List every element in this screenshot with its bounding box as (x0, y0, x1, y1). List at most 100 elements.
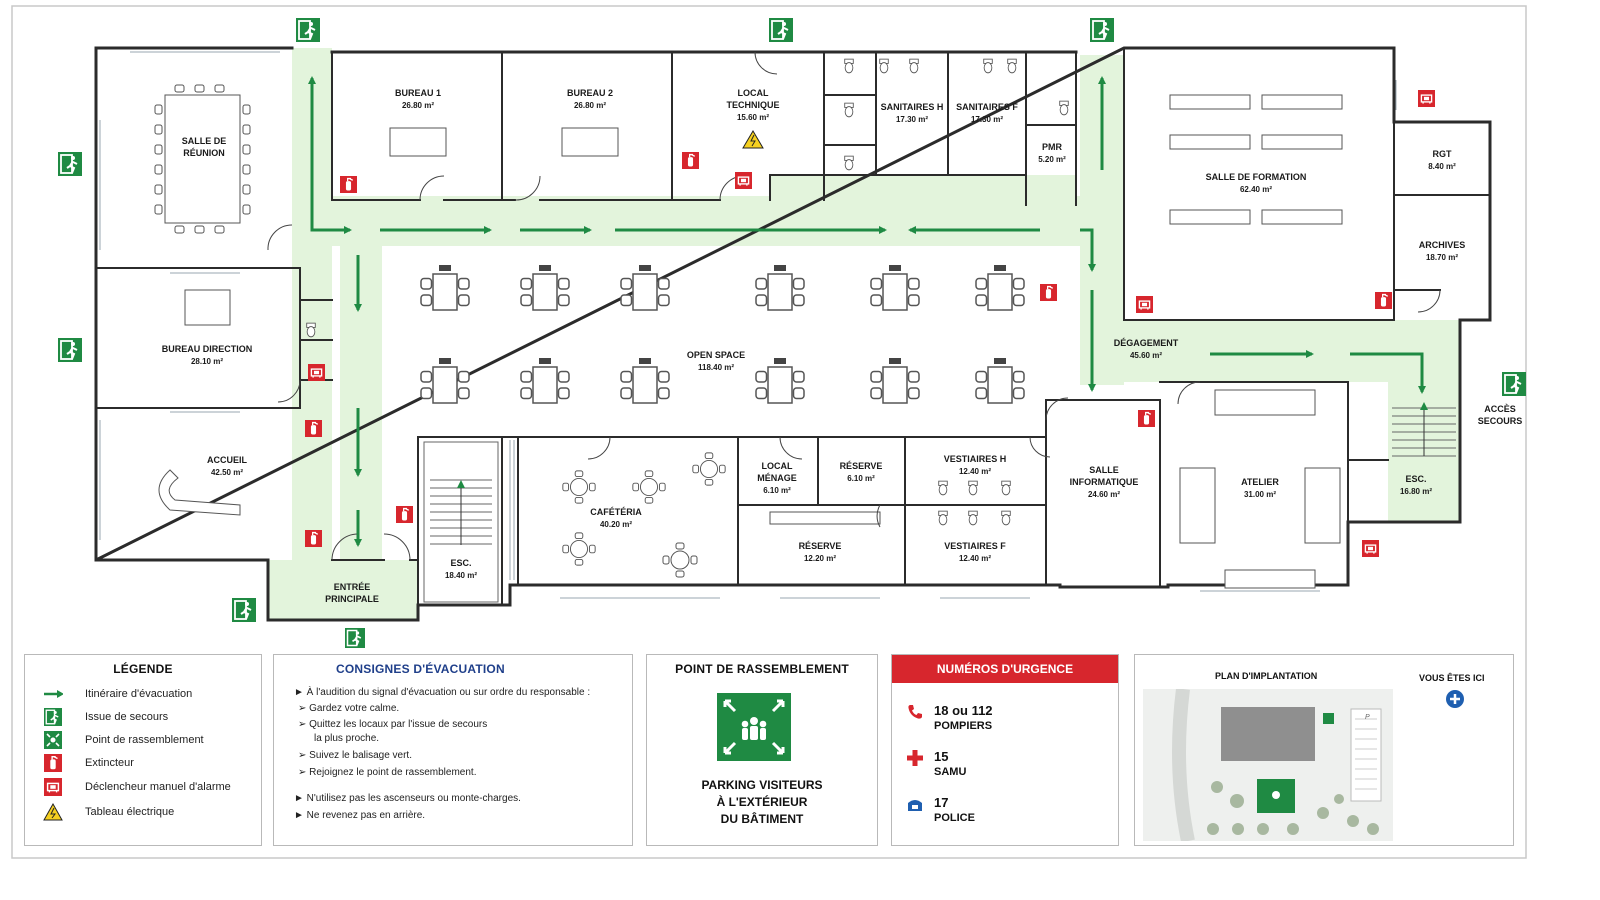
room-atelier-label: ATELIER (1241, 477, 1279, 487)
open-space-desks (420, 264, 1025, 404)
emergency-label: SAMU (934, 766, 967, 778)
room-pmr-area: 5.20 m² (1038, 155, 1066, 164)
room-degagement-label: DÉGAGEMENT (1114, 338, 1179, 348)
acces-secours-label-1: ACCÈS (1484, 404, 1516, 414)
room-bureau2-area: 26.80 m² (574, 101, 606, 110)
room-local-technique-area: 15.60 m² (737, 113, 769, 122)
room-salle-formation-area: 62.40 m² (1240, 185, 1272, 194)
legend-label: Point de rassemblement (85, 734, 204, 746)
emergency-label: POLICE (934, 812, 975, 824)
room-accueil-area: 42.50 m² (211, 468, 243, 477)
room-entree-label-1: ENTRÉE (334, 582, 371, 592)
room-archives-label: ARCHIVES (1419, 240, 1466, 250)
assembly-point-icon (43, 731, 63, 749)
legend-label: Issue de secours (85, 711, 169, 723)
electrical-hazard-icon (43, 803, 63, 821)
electrical-hazard-sign (742, 130, 764, 149)
consigne-line: la plus proche. (314, 733, 380, 744)
legend-label: Déclencheur manuel d'alarme (85, 781, 231, 793)
room-sanitaires-f-area: 17.30 m² (971, 115, 1003, 124)
room-vestiaires-h-area: 12.40 m² (959, 467, 991, 476)
emergency-number: 17 (934, 795, 949, 810)
room-salle-informatique-label-2: INFORMATIQUE (1070, 477, 1139, 487)
consigne-line: ➢ Quittez les locaux par l'issue de seco… (298, 719, 488, 730)
emergency-number: 15 (934, 749, 949, 764)
legend-item-alarm: Déclencheur manuel d'alarme (43, 778, 231, 796)
room-bureau2-label: BUREAU 2 (567, 88, 613, 98)
police-icon (906, 795, 934, 824)
fire-extinguisher-icon (43, 754, 63, 772)
room-cafeteria-area: 40.20 m² (600, 520, 632, 529)
staircase-right (1392, 402, 1456, 457)
emergency-number: 18 ou 112 (934, 703, 993, 718)
parking-mark: P (1365, 714, 1370, 721)
room-local-technique-label-2: TECHNIQUE (726, 100, 779, 110)
site-plan-map: P (1143, 689, 1393, 841)
legend-item-electrical: Tableau électrique (43, 803, 174, 821)
acces-secours-label-2: SECOURS (1478, 416, 1523, 426)
room-bureau-direction-area: 28.10 m² (191, 357, 223, 366)
legend-item-evacuation: Itinéraire d'évacuation (43, 685, 192, 703)
room-cafeteria-label: CAFÉTÉRIA (590, 507, 642, 517)
cafeteria-tables (562, 452, 726, 578)
room-bureau1-label: BUREAU 1 (395, 88, 441, 98)
room-sanitaires-f-label: SANITAIRES F (956, 102, 1018, 112)
room-salle-informatique-area: 24.60 m² (1088, 490, 1120, 499)
evacuation-arrow-icon (43, 685, 63, 703)
room-esc-right-label: ESC. (1405, 474, 1426, 484)
room-local-menage-label-2: MÉNAGE (757, 473, 797, 483)
room-salle-informatique-label-1: SALLE (1089, 465, 1119, 475)
assembly-title: POINT DE RASSEMBLEMENT (675, 662, 849, 676)
legend-panel: LÉGENDE Itinéraire d'évacuation Issue de… (24, 654, 262, 846)
room-vestiaires-f-area: 12.40 m² (959, 554, 991, 563)
phone-icon (906, 703, 934, 732)
alarm-call-point-icon (43, 778, 63, 796)
consigne-line: ► À l'audition du signal d'évacuation ou… (294, 687, 591, 698)
room-sanitaires-h-label: SANITAIRES H (881, 102, 944, 112)
legend-item-assembly: Point de rassemblement (43, 731, 204, 749)
room-open-space-label: OPEN SPACE (687, 350, 745, 360)
room-open-space-area: 118.40 m² (698, 363, 734, 372)
room-esc-left-area: 18.40 m² (445, 571, 477, 580)
room-reserve-top-label: RÉSERVE (840, 461, 883, 471)
page-frame (11, 5, 1527, 859)
assembly-panel: POINT DE RASSEMBLEMENT PARKING VISITEURS… (646, 654, 878, 846)
room-entree-label-2: PRINCIPALE (325, 594, 379, 604)
consignes-title: CONSIGNES D'ÉVACUATION (336, 662, 505, 676)
windows (99, 51, 1397, 599)
room-vestiaires-h-label: VESTIAIRES H (944, 454, 1007, 464)
room-local-menage-label-1: LOCAL (762, 461, 793, 471)
interior-walls (95, 47, 1491, 606)
assembly-line: DU BÂTIMENT (720, 812, 804, 826)
room-local-technique-label-1: LOCAL (738, 88, 769, 98)
room-local-menage-area: 6.10 m² (763, 486, 791, 495)
legend-item-exit: Issue de secours (43, 708, 168, 726)
staircase-left (423, 441, 499, 603)
legend-item-extinguisher: Extincteur (43, 754, 134, 772)
consigne-line: ➢ Rejoignez le point de rassemblement. (298, 767, 477, 778)
room-esc-right-area: 16.80 m² (1400, 487, 1432, 496)
furniture (154, 84, 1343, 589)
site-building (1221, 707, 1315, 761)
emergency-numbers-title: NUMÉROS D'URGENCE (936, 662, 1074, 676)
emergency-exit-icon (43, 708, 63, 726)
emergency-label: POMPIERS (934, 720, 993, 732)
room-rgt-label: RGT (1433, 149, 1453, 159)
room-salle-reunion-label-2: RÉUNION (183, 148, 225, 158)
consigne-line: ➢ Suivez le balisage vert. (298, 750, 412, 761)
room-labels: SALLE DE RÉUNION BUREAU 1 26.80 m² BUREA… (162, 88, 1523, 604)
legend-title: LÉGENDE (113, 662, 173, 676)
room-reserve-bottom-area: 12.20 m² (804, 554, 836, 563)
consignes-panel: CONSIGNES D'ÉVACUATION ► À l'audition du… (273, 654, 633, 846)
room-reserve-bottom-label: RÉSERVE (799, 541, 842, 551)
room-degagement-area: 45.60 m² (1130, 351, 1162, 360)
room-salle-reunion-label-1: SALLE DE (182, 136, 227, 146)
legend-label: Extincteur (85, 757, 134, 769)
room-accueil-label: ACCUEIL (207, 455, 248, 465)
room-bureau-direction-label: BUREAU DIRECTION (162, 344, 253, 354)
room-reserve-top-area: 6.10 m² (847, 474, 875, 483)
